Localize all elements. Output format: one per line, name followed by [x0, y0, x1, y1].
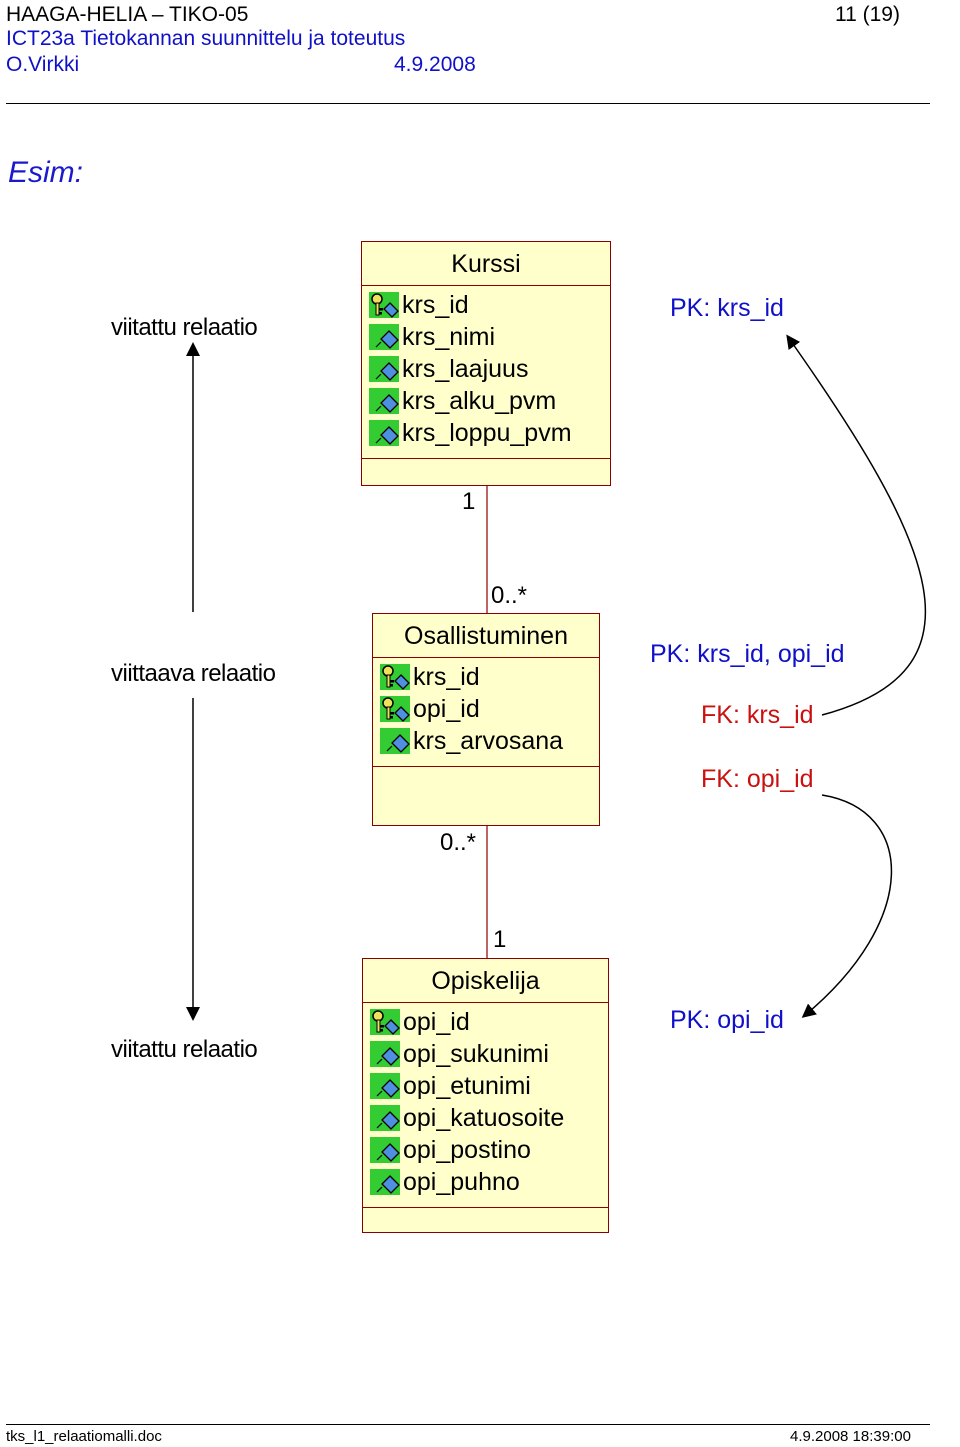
- attribute-row[interactable]: opi_postino: [369, 1134, 608, 1166]
- header-author: O.Virkki: [6, 53, 80, 76]
- attribute-list: opi_id opi_sukunimi opi_etunimi opi_katu…: [363, 1003, 608, 1198]
- side-label-bottom: viitattu relaatio: [111, 1036, 258, 1063]
- attribute-name: opi_puhno: [403, 1168, 520, 1196]
- attribute-row[interactable]: krs_laajuus: [368, 353, 610, 385]
- attribute-name: krs_nimi: [402, 323, 496, 351]
- attribute-name: krs_id: [413, 663, 480, 691]
- attribute-row[interactable]: krs_alku_pvm: [368, 385, 610, 417]
- entity-methods-divider: [363, 1207, 608, 1208]
- primary-key-icon: [379, 695, 411, 723]
- attribute-list: krs_id opi_id krs_arvosana: [373, 658, 599, 757]
- attribute-icon: [379, 727, 411, 755]
- attribute-name: krs_id: [402, 291, 469, 319]
- attribute-row[interactable]: opi_id: [369, 1006, 608, 1038]
- attribute-icon: [368, 323, 400, 351]
- attribute-row[interactable]: krs_loppu_pvm: [368, 417, 610, 449]
- primary-key-icon: [368, 291, 400, 319]
- primary-key-icon: [379, 663, 411, 691]
- header-page-number: 11 (19): [835, 3, 900, 26]
- note-osallistuminen-pk: PK: krs_id, opi_id: [650, 640, 845, 668]
- attribute-row[interactable]: opi_katuosoite: [369, 1102, 608, 1134]
- entity-opiskelija[interactable]: Opiskelija opi_id opi_sukunimi opi_etuni…: [362, 958, 609, 1233]
- attribute-icon: [369, 1136, 401, 1164]
- multiplicity-kurssi: 1: [462, 488, 476, 515]
- attribute-row[interactable]: opi_puhno: [369, 1166, 608, 1198]
- attribute-row[interactable]: opi_sukunimi: [369, 1038, 608, 1070]
- multiplicity-osallistuminen-bottom: 0..*: [440, 829, 477, 856]
- attribute-icon: [368, 419, 400, 447]
- attribute-row[interactable]: krs_arvosana: [379, 725, 599, 757]
- attribute-name: opi_sukunimi: [403, 1040, 549, 1068]
- note-opiskelija-pk: PK: opi_id: [670, 1006, 784, 1034]
- entity-title: Osallistuminen: [373, 614, 599, 658]
- entity-methods-divider: [373, 766, 599, 767]
- footer-filename: tks_l1_relaatiomalli.doc: [6, 1428, 162, 1445]
- attribute-row[interactable]: opi_etunimi: [369, 1070, 608, 1102]
- header-course: ICT23a Tietokannan suunnittelu ja toteut…: [6, 27, 406, 50]
- fk-arrow-opi-id: [801, 794, 893, 1018]
- attribute-icon: [369, 1040, 401, 1068]
- entity-title: Kurssi: [362, 242, 610, 286]
- attribute-row[interactable]: krs_id: [368, 289, 610, 321]
- example-heading: Esim:: [8, 156, 83, 189]
- attribute-name: krs_loppu_pvm: [402, 419, 572, 447]
- header-date: 4.9.2008: [394, 53, 476, 76]
- note-osallistuminen-fk-opi: FK: opi_id: [701, 765, 814, 793]
- entity-methods-divider: [362, 458, 610, 459]
- attribute-name: krs_arvosana: [413, 727, 564, 755]
- fk-arrow-krs-id: [786, 334, 927, 716]
- attribute-name: opi_id: [403, 1008, 470, 1036]
- note-kurssi-pk: PK: krs_id: [670, 294, 784, 322]
- attribute-row[interactable]: opi_id: [379, 693, 599, 725]
- side-label-middle: viittaava relaatio: [111, 660, 276, 687]
- attribute-name: opi_postino: [403, 1136, 531, 1164]
- attribute-row[interactable]: krs_id: [379, 661, 599, 693]
- multiplicity-osallistuminen-top: 0..*: [491, 582, 528, 609]
- attribute-row[interactable]: krs_nimi: [368, 321, 610, 353]
- entity-title: Opiskelija: [363, 959, 608, 1003]
- footer-timestamp: 4.9.2008 18:39:00: [790, 1428, 911, 1445]
- attribute-name: opi_etunimi: [403, 1072, 531, 1100]
- note-osallistuminen-fk-krs: FK: krs_id: [701, 701, 814, 729]
- multiplicity-opiskelija: 1: [493, 926, 507, 953]
- attribute-name: opi_katuosoite: [403, 1104, 565, 1132]
- attribute-list: krs_id krs_nimi krs_laajuus krs_alku_pvm…: [362, 286, 610, 449]
- primary-key-icon: [369, 1008, 401, 1036]
- footer-rule: [6, 1424, 930, 1425]
- attribute-name: krs_laajuus: [402, 355, 529, 383]
- entity-kurssi[interactable]: Kurssi krs_id krs_nimi krs_laajuus krs_a…: [361, 241, 611, 486]
- attribute-icon: [368, 387, 400, 415]
- attribute-icon: [369, 1072, 401, 1100]
- attribute-icon: [369, 1104, 401, 1132]
- header-org: HAAGA-HELIA – TIKO-05: [6, 3, 249, 26]
- attribute-name: krs_alku_pvm: [402, 387, 557, 415]
- attribute-icon: [369, 1168, 401, 1196]
- side-label-top: viitattu relaatio: [111, 314, 258, 341]
- header-rule: [6, 103, 930, 104]
- attribute-name: opi_id: [413, 695, 480, 723]
- attribute-icon: [368, 355, 400, 383]
- entity-osallistuminen[interactable]: Osallistuminen krs_id opi_id krs_arvosan…: [372, 613, 600, 826]
